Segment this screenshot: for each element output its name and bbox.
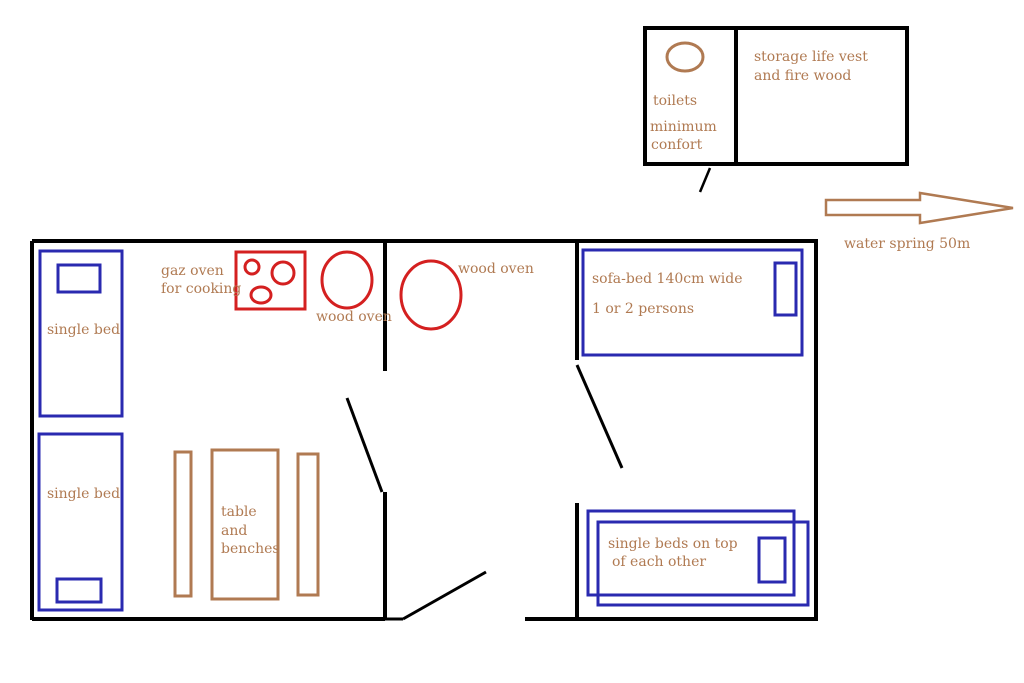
toilet-icon	[665, 41, 705, 73]
pillow-icon	[773, 261, 798, 317]
water-spring-label: water spring 50m	[844, 236, 970, 252]
single-bed-bottom	[37, 432, 124, 612]
bench-right	[296, 452, 320, 597]
wood-oven-left-label: wood oven	[316, 309, 392, 325]
pillow-icon	[55, 577, 103, 604]
bunk-bed-lower	[596, 520, 810, 607]
single-bed-top-label: single bed	[47, 322, 120, 338]
gaz-oven-label-line2: for cooking	[161, 281, 241, 297]
wood-stove-middle	[399, 259, 463, 331]
single-bed-top	[38, 249, 124, 418]
right-room: sofa-bed 140cm wide 1 or 2 persons singl…	[581, 248, 810, 607]
annex-door	[698, 167, 712, 193]
gaz-oven-label-line1: gaz oven	[161, 263, 224, 279]
left-room: single bed single bed gaz oven for cooki…	[37, 249, 392, 612]
confort-label: confort	[651, 137, 703, 153]
annex: toilets minimum confort storage life ves…	[643, 26, 909, 193]
table-label-line1: table	[221, 504, 257, 520]
table-label-line3: benches	[221, 541, 280, 557]
door-right-room	[575, 364, 624, 469]
wood-oven-middle-label: wood oven	[458, 261, 534, 277]
main-building-walls	[30, 239, 818, 621]
pillow-icon	[757, 536, 787, 584]
minimum-label: minimum	[650, 119, 717, 135]
bunk-bed-upper	[586, 509, 796, 597]
annex-outline	[643, 26, 909, 166]
middle-room: wood oven	[399, 259, 534, 331]
burner-icon	[243, 258, 261, 276]
arrow-right-icon	[824, 191, 1014, 225]
storage-label-line1: storage life vest	[754, 49, 868, 65]
toilets-label: toilets	[653, 93, 697, 109]
doors	[345, 364, 624, 621]
entrance-door	[402, 570, 487, 621]
storage-label-line2: and fire wood	[754, 68, 851, 84]
bench-left	[173, 450, 193, 598]
single-bed-bottom-label: single bed	[47, 486, 120, 502]
table-label-line2: and	[221, 523, 247, 539]
wood-stove-left	[320, 250, 374, 310]
burner-icon	[249, 285, 273, 305]
gas-cooker	[234, 250, 307, 311]
sofa-bed-persons-label: 1 or 2 persons	[592, 301, 694, 317]
sofa-bed	[581, 248, 804, 357]
water-spring-pointer: water spring 50m	[824, 191, 1014, 252]
sofa-bed-label: sofa-bed 140cm wide	[592, 271, 743, 287]
pillow-icon	[56, 263, 102, 294]
burner-icon	[270, 260, 296, 286]
bunk-bed-label-line2: of each other	[612, 554, 706, 570]
table	[210, 448, 280, 601]
bunk-bed-label-line1: single beds on top	[608, 536, 738, 552]
door-left-room	[345, 397, 384, 493]
